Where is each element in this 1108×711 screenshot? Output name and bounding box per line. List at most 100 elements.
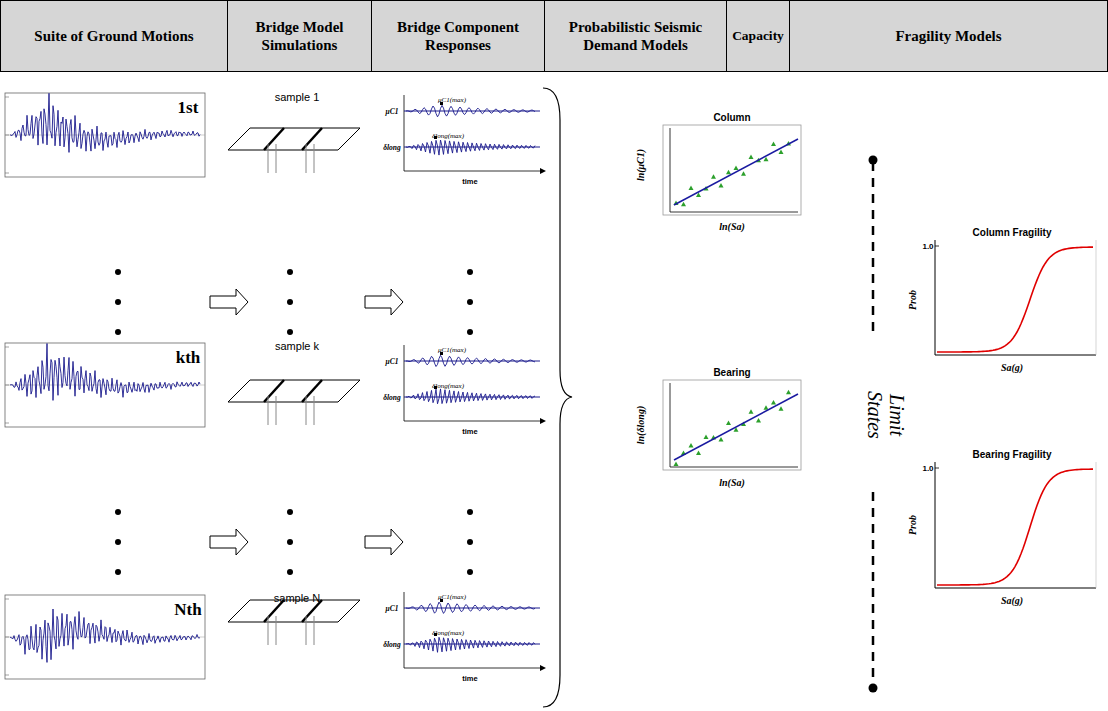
axis: [670, 212, 798, 213]
block-arrow: [210, 289, 248, 315]
bridge-deck: [228, 128, 360, 150]
axis: [670, 128, 671, 212]
column-heading: Capacity: [732, 28, 784, 44]
header-cell: Fragility Models: [789, 0, 1108, 72]
tick: [5, 135, 9, 136]
acceleration-trace: [10, 609, 200, 662]
bridge-column: [306, 144, 307, 173]
response-trace: [406, 602, 535, 613]
tick: [5, 675, 9, 676]
plot-frame: [663, 380, 801, 470]
fragility-plots: [935, 240, 1096, 588]
data-point: [689, 186, 694, 191]
response-trace: [406, 637, 535, 652]
response-trace: [406, 355, 535, 366]
bridge-deck: [228, 380, 360, 402]
record-frame: [5, 595, 205, 679]
header-cell: Bridge Component Responses: [371, 0, 545, 72]
data-point: [749, 155, 754, 160]
data-point: [696, 450, 701, 455]
axis-label: δlong: [383, 393, 401, 402]
data-point: [726, 170, 731, 175]
bridge-column: [306, 396, 307, 425]
bridge-column: [268, 396, 269, 425]
plot-title: Column: [713, 112, 750, 123]
axis: [935, 355, 1096, 356]
plot-frame: [663, 125, 801, 215]
data-point: [771, 400, 776, 405]
column-heading: Suite of Ground Motions: [34, 27, 193, 45]
demand-model-plots: [663, 125, 801, 470]
ellipsis-dot: [115, 299, 121, 305]
bridge-column: [276, 144, 277, 173]
plot-frame: [1096, 240, 1097, 355]
tick-label: 1.0: [922, 242, 933, 251]
bent-cap: [264, 128, 284, 150]
axis-label: Prob: [907, 290, 918, 310]
axis: [404, 668, 540, 669]
bridge-column: [314, 396, 315, 425]
bent-cap: [264, 380, 284, 402]
plot-title: Column Fragility: [973, 227, 1052, 238]
limit-states-label: Limit States: [864, 385, 908, 445]
record-frame: [5, 93, 205, 177]
data-point: [681, 202, 686, 207]
tick: [5, 599, 9, 600]
data-point: [779, 406, 784, 411]
acceleration-trace: [10, 344, 200, 401]
peak-label: μC1(max): [438, 593, 466, 601]
ground-motion-records: [5, 93, 205, 679]
tick: [935, 246, 939, 247]
bridge-column: [276, 396, 277, 425]
axis-label: Prob: [907, 515, 918, 535]
ellipsis-dot: [115, 509, 121, 515]
tick: [5, 347, 9, 348]
axis: [404, 345, 405, 421]
response-trace: [406, 105, 535, 116]
data-point: [726, 421, 731, 426]
ellipsis-dot: [115, 269, 121, 275]
axis-label: ln(Sa): [719, 221, 745, 232]
record-frame: [5, 343, 205, 427]
limit-dot: [869, 156, 878, 165]
axis-label: ln(Sa): [719, 477, 745, 488]
ellipsis-dots: [115, 269, 473, 575]
data-point: [689, 443, 694, 448]
plot-title: Bearing: [713, 367, 750, 378]
axis: [404, 95, 405, 171]
axis: [935, 462, 936, 588]
peak-label: δlong(max): [432, 382, 464, 390]
data-point: [749, 409, 754, 414]
sample-label: sample 1: [275, 91, 320, 103]
axis: [935, 588, 1096, 589]
tick: [5, 637, 9, 638]
block-arrow: [365, 289, 403, 315]
bridge-models: [228, 128, 360, 645]
bent-cap: [302, 380, 322, 402]
tick: [5, 385, 9, 386]
tick-label: 1.0: [922, 464, 933, 473]
axis: [404, 171, 540, 172]
ellipsis-dot: [467, 569, 473, 575]
plot-frame: [1096, 462, 1097, 588]
tick: [935, 468, 939, 469]
fragility-curve: [937, 247, 1093, 352]
data-point: [764, 405, 769, 410]
ellipsis-dot: [287, 539, 293, 545]
ellipsis-dot: [115, 539, 121, 545]
baseline: [404, 608, 540, 609]
ellipsis-dot: [287, 329, 293, 335]
regression-line: [674, 139, 798, 205]
axis-label: time: [462, 427, 477, 436]
data-point: [711, 174, 716, 179]
header-cell: Probabilistic Seismic Demand Models: [544, 0, 727, 72]
peak-label: δlong(max): [432, 132, 464, 140]
block-arrow: [210, 529, 248, 555]
axis-label: ln(μC1): [635, 149, 646, 181]
axis: [670, 467, 798, 468]
tick: [5, 423, 9, 424]
data-point: [719, 183, 724, 188]
data-point: [674, 461, 679, 466]
sample-label: sample N: [274, 592, 320, 604]
